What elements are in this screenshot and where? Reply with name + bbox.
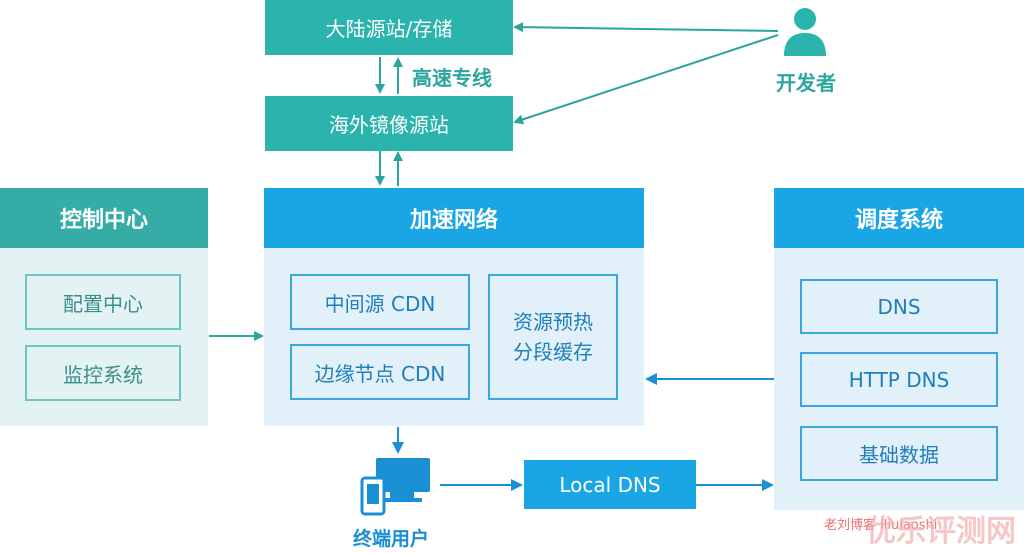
http-dns-box: HTTP DNS — [800, 352, 998, 407]
end-user-devices-icon — [360, 456, 436, 516]
watermark-small: 老刘博客 iliulaoshi — [824, 518, 938, 533]
dns-box: DNS — [800, 279, 998, 334]
developer-label: 开发者 — [776, 71, 836, 95]
accel-network-panel: 加速网络 中间源 CDN 边缘节点 CDN 资源预热 分段缓存 — [264, 188, 644, 426]
high-speed-line-label: 高速专线 — [412, 66, 492, 90]
developer-icon — [782, 4, 828, 56]
mid-origin-cdn-box: 中间源 CDN — [290, 274, 470, 330]
basic-data-box: 基础数据 — [800, 426, 998, 481]
arrow-developer-to-mirror — [513, 34, 779, 125]
edge-node-cdn-box: 边缘节点 CDN — [290, 344, 470, 400]
local-dns-node: Local DNS — [524, 460, 696, 509]
control-center-panel: 控制中心 配置中心 监控系统 — [0, 188, 208, 426]
mainland-origin-node: 大陆源站/存储 — [265, 0, 513, 55]
control-center-title: 控制中心 — [0, 188, 208, 248]
preheat-cache-box: 资源预热 分段缓存 — [488, 274, 618, 400]
dispatch-system-panel: 调度系统 DNS HTTP DNS 基础数据 — [774, 188, 1024, 510]
monitoring-system-box: 监控系统 — [25, 345, 181, 401]
dispatch-system-title: 调度系统 — [774, 188, 1024, 248]
accel-network-title: 加速网络 — [264, 188, 644, 248]
arrow-developer-to-mainland — [513, 22, 779, 33]
local-dns-label: Local DNS — [559, 472, 661, 497]
watermark-large: 优乐评测网 — [866, 514, 1016, 549]
end-user-label: 终端用户 — [353, 528, 430, 550]
mainland-origin-label: 大陆源站/存储 — [325, 17, 453, 41]
overseas-mirror-node: 海外镜像源站 — [265, 96, 513, 151]
overseas-mirror-label: 海外镜像源站 — [329, 113, 449, 137]
config-center-box: 配置中心 — [25, 274, 181, 330]
